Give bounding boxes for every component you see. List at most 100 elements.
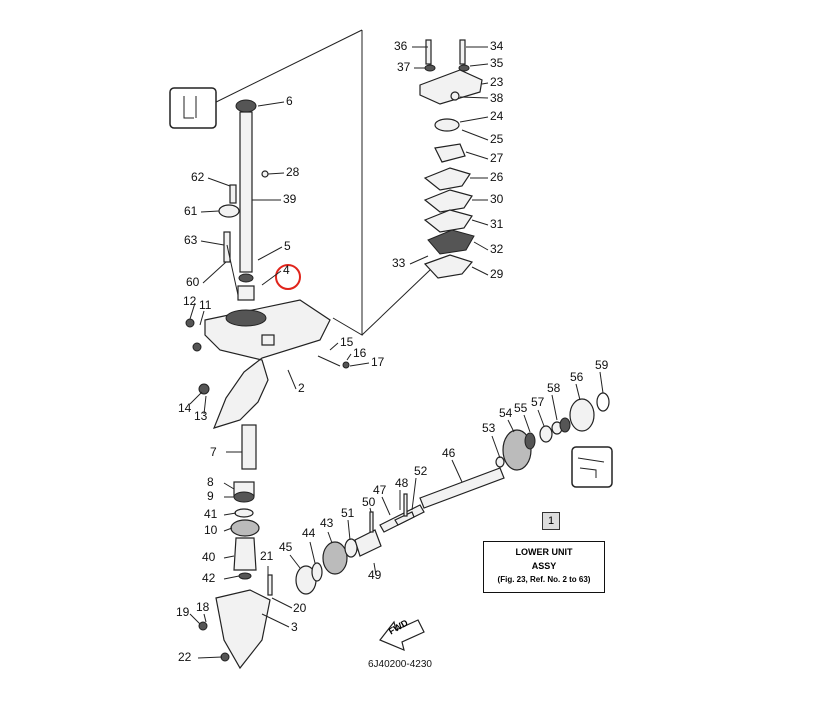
- leader-line-16: [346, 353, 352, 361]
- leader-line-3: [261, 613, 290, 628]
- leader-line-5: [257, 246, 283, 261]
- leader-line-4: [261, 270, 282, 286]
- highlight-circle: [275, 264, 301, 290]
- part-label-36: 36: [394, 39, 408, 53]
- part-label-42: 42: [202, 571, 216, 585]
- part-label-12: 12: [183, 294, 197, 308]
- part-label-47: 47: [373, 483, 387, 497]
- leader-line-61: [200, 210, 220, 213]
- part-label-15: 15: [340, 335, 354, 349]
- leader-line-8: [223, 482, 235, 490]
- part-label-29: 29: [490, 267, 504, 281]
- leader-line-11: [199, 310, 205, 326]
- forward-arrow: [379, 619, 425, 652]
- leader-line-28: [267, 172, 285, 175]
- leader-line-40: [223, 555, 235, 559]
- part-label-11: 11: [199, 298, 212, 312]
- part-label-14: 14: [178, 401, 192, 415]
- lower-housing: [185, 299, 350, 429]
- part-label-20: 20: [293, 601, 307, 615]
- leader-line-58: [551, 394, 558, 421]
- part-label-40: 40: [202, 550, 216, 564]
- leader-line-18: [203, 613, 207, 623]
- part-label-10: 10: [204, 523, 218, 537]
- part-label-62: 62: [191, 170, 205, 184]
- part-label-54: 54: [499, 406, 513, 420]
- part-label-32: 32: [490, 242, 504, 256]
- leader-line-2: [287, 369, 297, 390]
- part-label-8: 8: [207, 475, 214, 489]
- leader-line-35: [469, 63, 489, 67]
- leader-line-44: [309, 541, 316, 564]
- part-label-46: 46: [442, 446, 456, 460]
- part-label-9: 9: [207, 489, 214, 503]
- part-label-7: 7: [210, 445, 217, 459]
- part-label-51: 51: [341, 506, 355, 520]
- leader-line-31: [471, 219, 489, 226]
- leader-line-57: [537, 409, 545, 427]
- leader-line-43: [327, 531, 333, 544]
- leader-line-15: [329, 342, 339, 351]
- part-label-17: 17: [371, 355, 385, 369]
- drawing-code: 6J40200-4230: [368, 659, 432, 670]
- part-label-30: 30: [490, 192, 504, 206]
- part-label-56: 56: [570, 370, 584, 384]
- leader-line-33: [409, 255, 429, 265]
- part-label-4: 4: [283, 263, 290, 277]
- leader-line-25: [461, 129, 489, 141]
- part-label-26: 26: [490, 170, 504, 184]
- leader-line-10: [223, 527, 233, 532]
- leader-line-42: [223, 575, 240, 580]
- leader-line-55: [523, 414, 531, 433]
- part-label-59: 59: [595, 358, 609, 372]
- leader-line-12: [189, 302, 196, 320]
- part-label-6: 6: [286, 94, 293, 108]
- part-label-48: 48: [395, 476, 409, 490]
- leader-line-53: [491, 435, 501, 459]
- part-label-52: 52: [414, 464, 428, 478]
- part-label-22: 22: [178, 650, 192, 664]
- part-label-60: 60: [186, 275, 200, 289]
- leader-line-41: [223, 512, 237, 516]
- assembly-info-box: LOWER UNIT ASSY (Fig. 23, Ref. No. 2 to …: [483, 541, 605, 593]
- part-label-55: 55: [514, 401, 528, 415]
- part-label-45: 45: [279, 540, 293, 554]
- leader-line-6: [257, 101, 285, 107]
- part-label-13: 13: [194, 409, 208, 423]
- leader-line-29: [471, 266, 489, 276]
- part-label-25: 25: [490, 132, 504, 146]
- leader-line-52: [411, 477, 417, 511]
- part-label-44: 44: [302, 526, 316, 540]
- part-label-21: 21: [260, 549, 274, 563]
- part-label-19: 19: [176, 605, 190, 619]
- part-label-49: 49: [368, 568, 382, 582]
- part-label-31: 31: [490, 217, 504, 231]
- leader-line-17: [349, 362, 370, 367]
- leader-line-23: [481, 82, 489, 85]
- part-label-2: 2: [298, 381, 305, 395]
- leader-line-51: [347, 519, 351, 541]
- part-label-28: 28: [286, 165, 300, 179]
- leader-line-45: [289, 554, 301, 569]
- leader-line-54: [507, 419, 515, 433]
- part-label-53: 53: [482, 421, 496, 435]
- gear-parts: [295, 392, 613, 595]
- driveshaft-parts: [169, 87, 269, 301]
- leader-line-62: [207, 177, 231, 187]
- assembly-number: 1: [542, 512, 560, 530]
- leader-line-56: [575, 383, 581, 401]
- part-label-63: 63: [184, 233, 198, 247]
- leader-line-19: [189, 613, 201, 625]
- leader-line-14: [189, 391, 203, 405]
- leader-line-49: [373, 562, 377, 576]
- leader-line-38: [459, 96, 489, 99]
- part-label-39: 39: [283, 192, 297, 206]
- part-label-34: 34: [490, 39, 504, 53]
- part-label-3: 3: [291, 620, 298, 634]
- leader-line-13: [203, 395, 207, 415]
- leader-line-20: [271, 597, 293, 609]
- part-label-33: 33: [392, 256, 406, 270]
- part-label-50: 50: [362, 495, 376, 509]
- part-label-37: 37: [397, 60, 411, 74]
